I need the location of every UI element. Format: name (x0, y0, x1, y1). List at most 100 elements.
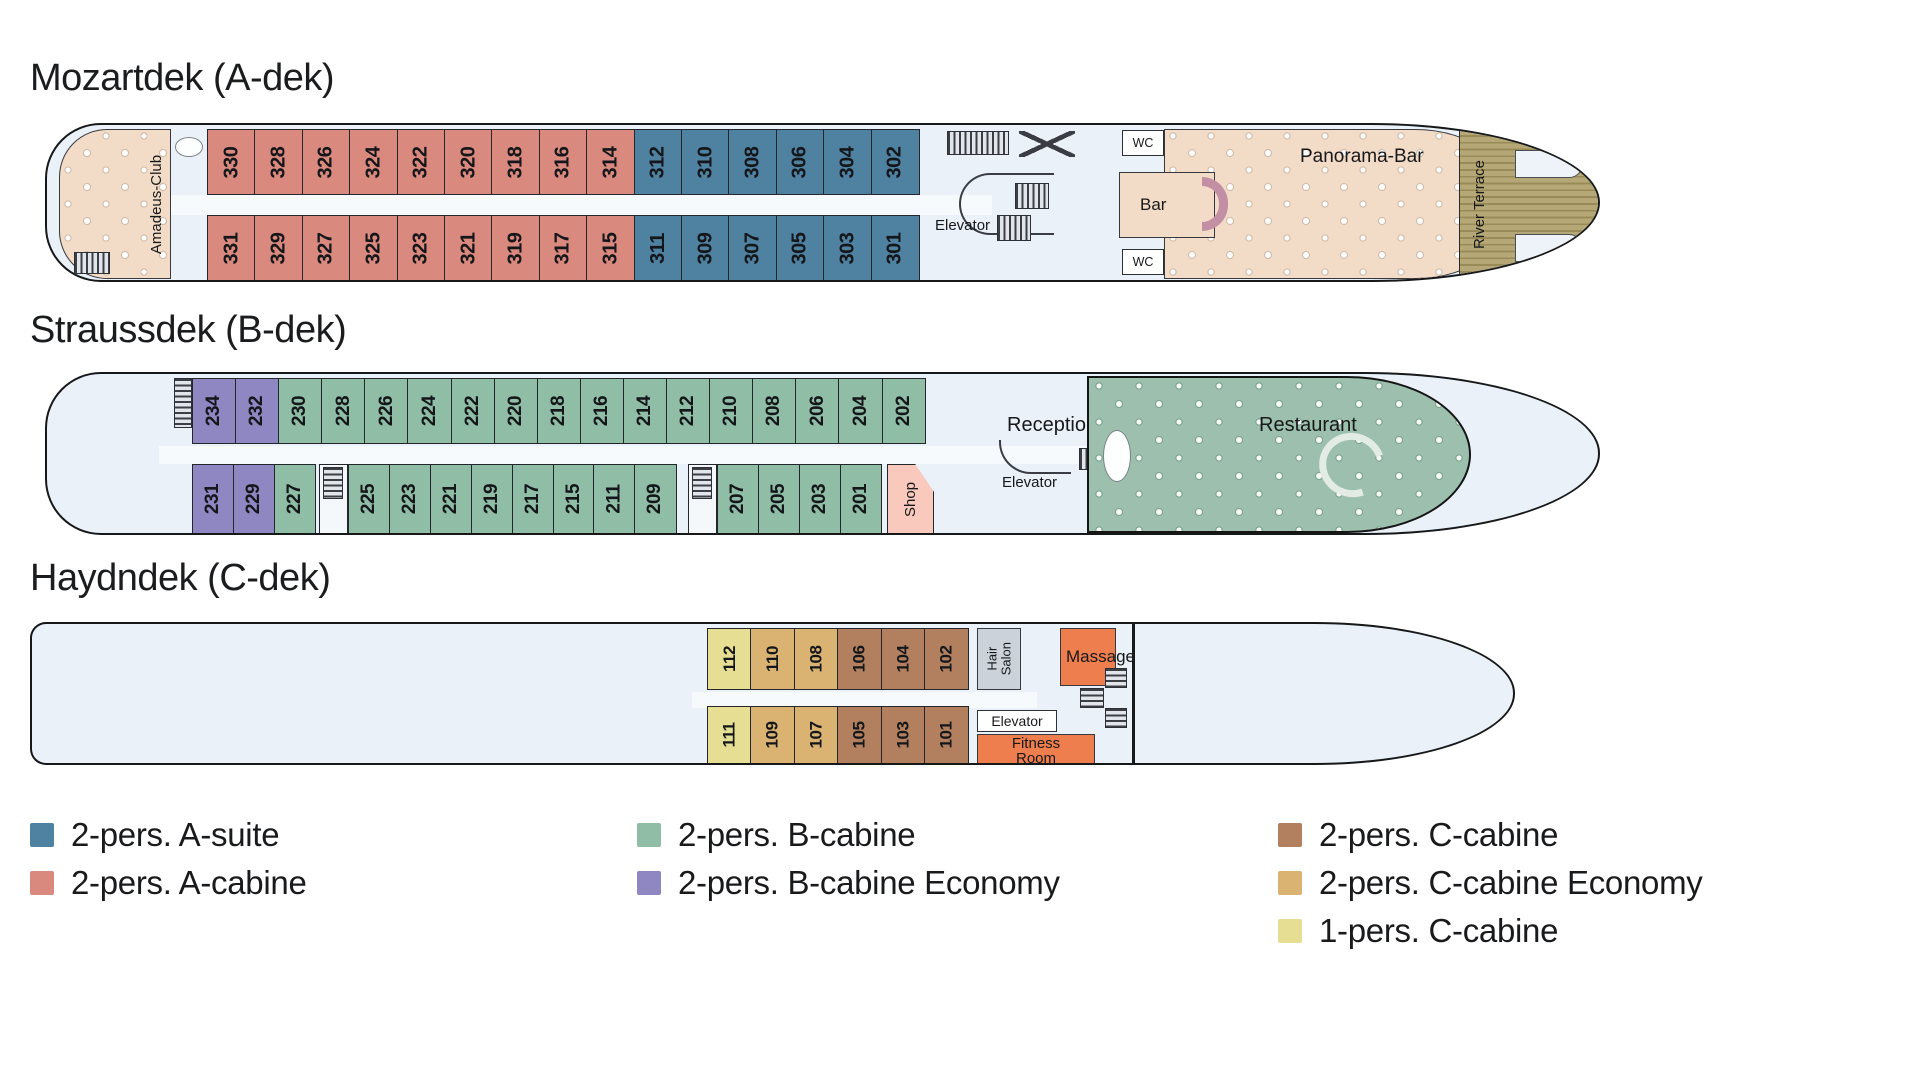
deck-c-title: Haydndek (C-dek) (30, 557, 331, 599)
cabin-number: 316 (551, 146, 574, 178)
cabin-number: 211 (603, 484, 625, 514)
cabin-number: 307 (741, 232, 764, 265)
restaurant-table-icon (1103, 430, 1131, 482)
cabin-number: 327 (314, 232, 337, 265)
legend-item-c-cabine: 2-pers. C-cabine (1278, 815, 1558, 855)
cabin-327: 327 (301, 215, 351, 280)
cabin-number: 223 (399, 483, 421, 515)
cabin-320: 320 (444, 129, 494, 195)
wc-room-top: WC (1122, 130, 1164, 156)
cabin-number: 324 (362, 146, 385, 178)
cabin-number: 214 (634, 395, 656, 427)
cabin-number: 309 (694, 232, 717, 265)
elevator-shaft-icon (1015, 183, 1049, 209)
cabin-number: 225 (358, 483, 380, 515)
cabin-322: 322 (396, 129, 446, 195)
deck-a-title: Mozartdek (A-dek) (30, 57, 335, 99)
cabin-105: 105 (837, 706, 883, 763)
cabin-number: 312 (646, 146, 669, 178)
reception-desk-icon (999, 440, 1071, 474)
deck-c-elevator: Elevator (977, 710, 1057, 732)
cabin-321: 321 (444, 215, 494, 280)
deck-a-elevator-label: Elevator (935, 217, 991, 234)
cabin-210: 210 (709, 378, 754, 444)
legend-label: 1-pers. C-cabine (1319, 912, 1559, 949)
cabin-107: 107 (793, 706, 839, 763)
deck-c-corridor (692, 692, 1037, 708)
cabin-226: 226 (364, 378, 410, 444)
cabin-223: 223 (388, 464, 432, 533)
cabin-number: 314 (599, 146, 622, 178)
cabin-number: 330 (220, 146, 242, 178)
cabin-number: 219 (480, 483, 502, 515)
cabin-102: 102 (924, 628, 970, 690)
legend-item-a-suite: 2-pers. A-suite (30, 815, 280, 855)
cabin-number: 323 (409, 232, 432, 265)
shop-room: Shop (887, 464, 934, 533)
deck-b-title: Straussdek (B-dek) (30, 309, 347, 351)
cabin-number: 205 (768, 483, 790, 515)
cabin-101: 101 (924, 706, 970, 763)
stairs-icon (74, 252, 110, 274)
cabin-227: 227 (273, 464, 317, 533)
cabin-number: 224 (418, 395, 440, 427)
cabin-305: 305 (775, 215, 825, 280)
cabin-number: 303 (836, 232, 859, 265)
legend-label: 2-pers. B-cabine (678, 816, 916, 853)
cabin-number: 210 (720, 395, 742, 427)
cabin-number: 305 (788, 232, 811, 265)
cabin-number: 310 (694, 146, 717, 178)
cabin-312: 312 (633, 129, 683, 195)
cabin-204: 204 (838, 378, 884, 444)
cabin-219: 219 (470, 464, 514, 533)
legend-label: 2-pers. A-cabine (71, 864, 307, 901)
cabin-number: 102 (936, 645, 956, 673)
fitness-room-label: Fitness Room (1011, 735, 1061, 765)
legend-item-c-single: 1-pers. C-cabine (1278, 911, 1558, 951)
restaurant-room: Restaurant (1087, 376, 1471, 533)
cabin-number: 208 (763, 395, 785, 427)
cabin-number: 319 (504, 232, 527, 265)
legend-item-b-economy: 2-pers. B-cabine Economy (637, 863, 1060, 903)
bar-room: Bar (1119, 172, 1228, 238)
cabin-214: 214 (622, 378, 668, 444)
cabin-316: 316 (538, 129, 588, 195)
cabin-222: 222 (450, 378, 496, 444)
cabin-number: 106 (849, 645, 869, 673)
cabin-110: 110 (750, 628, 796, 690)
cabin-number: 206 (806, 395, 828, 427)
reception-label: Reception (1007, 414, 1098, 436)
cabin-315: 315 (586, 215, 636, 280)
legend-label: 2-pers. C-cabine Economy (1319, 864, 1703, 901)
massage-label: Massage (1066, 647, 1135, 666)
elevator-shaft-icon (997, 215, 1031, 241)
amadeus-club-label-wrap: Amadeus-Club (146, 130, 168, 278)
cabin-228: 228 (321, 378, 366, 444)
cabin-number: 322 (409, 146, 432, 178)
cabin-number: 103 (893, 721, 913, 749)
cabin-329: 329 (254, 215, 304, 280)
restaurant-label: Restaurant (1259, 414, 1357, 436)
cabin-number: 109 (762, 721, 782, 749)
cabin-301: 301 (870, 215, 920, 280)
cabin-number: 321 (457, 232, 480, 265)
legend-swatch (1278, 871, 1302, 895)
cabin-111: 111 (707, 706, 752, 763)
stairs-cross-icon (1019, 131, 1075, 157)
cabin-303: 303 (823, 215, 873, 280)
cabin-number: 320 (457, 146, 480, 178)
cabin-number: 304 (836, 146, 859, 178)
stairs-icon (174, 378, 192, 428)
cabin-number: 110 (762, 646, 782, 672)
cabin-number: 104 (893, 645, 913, 673)
stairs-icon (1080, 688, 1104, 708)
legend-item-a-cabine: 2-pers. A-cabine (30, 863, 307, 903)
river-terrace-label-wrap: River Terrace (1466, 130, 1492, 279)
cabin-314: 314 (586, 129, 636, 195)
cabin-number: 218 (548, 395, 570, 427)
deck-a-corridor (162, 195, 992, 215)
